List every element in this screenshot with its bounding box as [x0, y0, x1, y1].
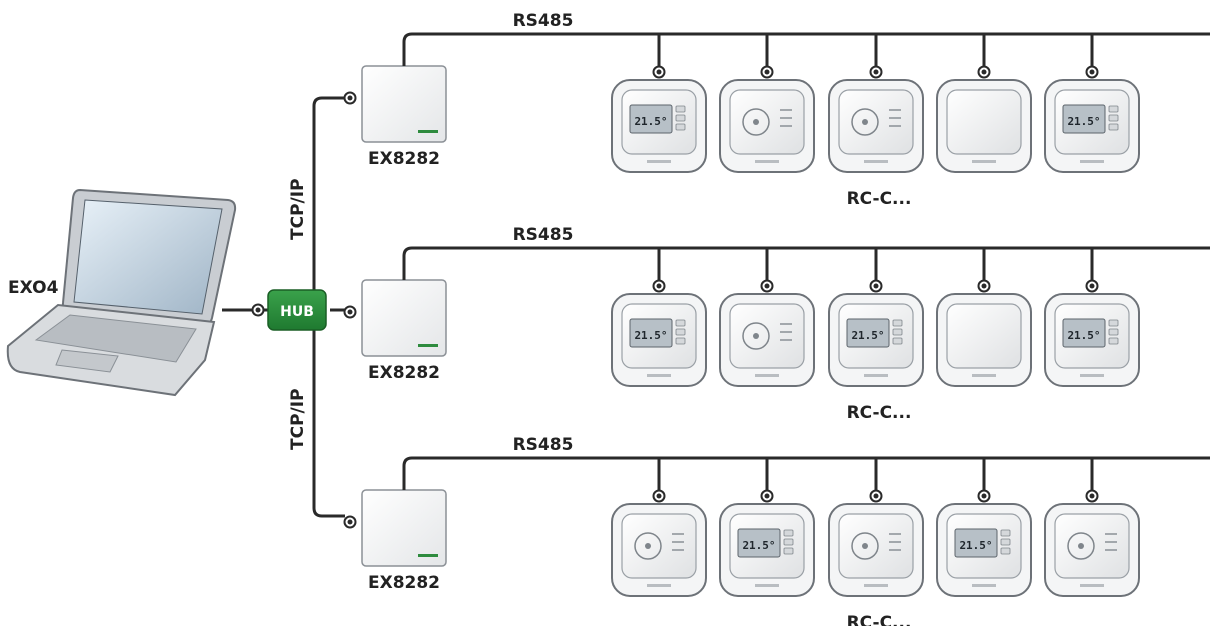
button-icon	[675, 319, 686, 327]
lcd-reading: 21.5°	[1067, 329, 1100, 342]
hub-box	[267, 289, 327, 331]
button-icon	[1000, 538, 1011, 546]
button-icon	[1108, 319, 1119, 327]
lcd-reading: 21.5°	[634, 115, 667, 128]
room-unit-blank	[936, 79, 1032, 173]
button-icon	[783, 547, 794, 555]
button-icon	[1000, 547, 1011, 555]
button-icon	[1108, 114, 1119, 122]
room-unit-display: 21.5°	[611, 293, 707, 387]
button-icon	[783, 538, 794, 546]
rs485-bus-line	[402, 246, 1210, 280]
lcd-screen	[954, 528, 998, 558]
controller-label: EX8282	[368, 363, 440, 383]
rs485-label: RS485	[513, 225, 574, 245]
room-unit-display: 21.5°	[1044, 293, 1140, 387]
rs485-bus-line	[402, 32, 1210, 66]
lcd-reading: 21.5°	[851, 329, 884, 342]
room-unit-dial	[719, 79, 815, 173]
room-unit-dial	[828, 503, 924, 597]
laptop-icon	[6, 188, 237, 397]
button-icon	[1108, 105, 1119, 113]
room-unit-display: 21.5°	[936, 503, 1032, 597]
brand-mark	[418, 344, 438, 347]
button-icon	[675, 337, 686, 345]
setpoint-dial-icon	[1067, 532, 1095, 560]
button-icon	[1108, 123, 1119, 131]
tcpip-label-bottom: TCP/IP	[288, 388, 308, 450]
lcd-screen	[629, 104, 673, 134]
room-unit-display: 21.5°	[828, 293, 924, 387]
setpoint-dial-icon	[634, 532, 662, 560]
room-unit-group-label: RC-C...	[847, 403, 912, 423]
button-icon	[675, 114, 686, 122]
button-icon	[892, 337, 903, 345]
setpoint-dial-icon	[742, 322, 770, 350]
button-icon	[1000, 529, 1011, 537]
room-unit-display: 21.5°	[1044, 79, 1140, 173]
rs485-label: RS485	[513, 11, 574, 31]
room-unit-dial	[828, 79, 924, 173]
lcd-reading: 21.5°	[634, 329, 667, 342]
controller-label: EX8282	[368, 149, 440, 169]
button-icon	[892, 319, 903, 327]
lcd-reading: 21.5°	[742, 539, 775, 552]
room-unit-dial	[719, 293, 815, 387]
controller-row: EX8282 RS485 21.5° 21.5° RC-C...	[343, 435, 1210, 626]
controller-row: EX8282 RS485 21.5° 21.5° 21.5° RC-C...	[343, 225, 1210, 423]
button-icon	[1108, 328, 1119, 336]
button-icon	[675, 328, 686, 336]
room-unit-group-label: RC-C...	[847, 613, 912, 626]
room-unit-group-label: RC-C...	[847, 189, 912, 209]
controller-row: EX8282 RS485 21.5° 21.5° RC-C...	[343, 11, 1210, 209]
button-icon	[1108, 337, 1119, 345]
setpoint-dial-icon	[742, 108, 770, 136]
button-icon	[675, 105, 686, 113]
lcd-screen	[1062, 318, 1106, 348]
setpoint-dial-icon	[851, 108, 879, 136]
tcpip-label-top: TCP/IP	[288, 178, 308, 240]
lcd-screen	[846, 318, 890, 348]
rs485-bus-line	[402, 456, 1210, 490]
setpoint-dial-icon	[851, 532, 879, 560]
controller-rows: EX8282RS48521.5°21.5°RC-C...EX8282RS4852…	[343, 11, 1210, 626]
button-icon	[892, 328, 903, 336]
hub-label: HUB	[280, 304, 314, 320]
lcd-screen	[737, 528, 781, 558]
room-unit-dial	[611, 503, 707, 597]
rs485-label: RS485	[513, 435, 574, 455]
controller-label: EX8282	[368, 573, 440, 593]
lcd-screen	[629, 318, 673, 348]
button-icon	[783, 529, 794, 537]
room-unit-display: 21.5°	[719, 503, 815, 597]
button-icon	[675, 123, 686, 131]
lcd-reading: 21.5°	[1067, 115, 1100, 128]
lcd-reading: 21.5°	[959, 539, 992, 552]
lcd-screen	[1062, 104, 1106, 134]
room-unit-display: 21.5°	[611, 79, 707, 173]
brand-mark	[418, 130, 438, 133]
room-unit-blank	[936, 293, 1032, 387]
pc-label: EXO4	[8, 278, 59, 298]
room-unit-dial	[1044, 503, 1140, 597]
brand-mark	[418, 554, 438, 557]
